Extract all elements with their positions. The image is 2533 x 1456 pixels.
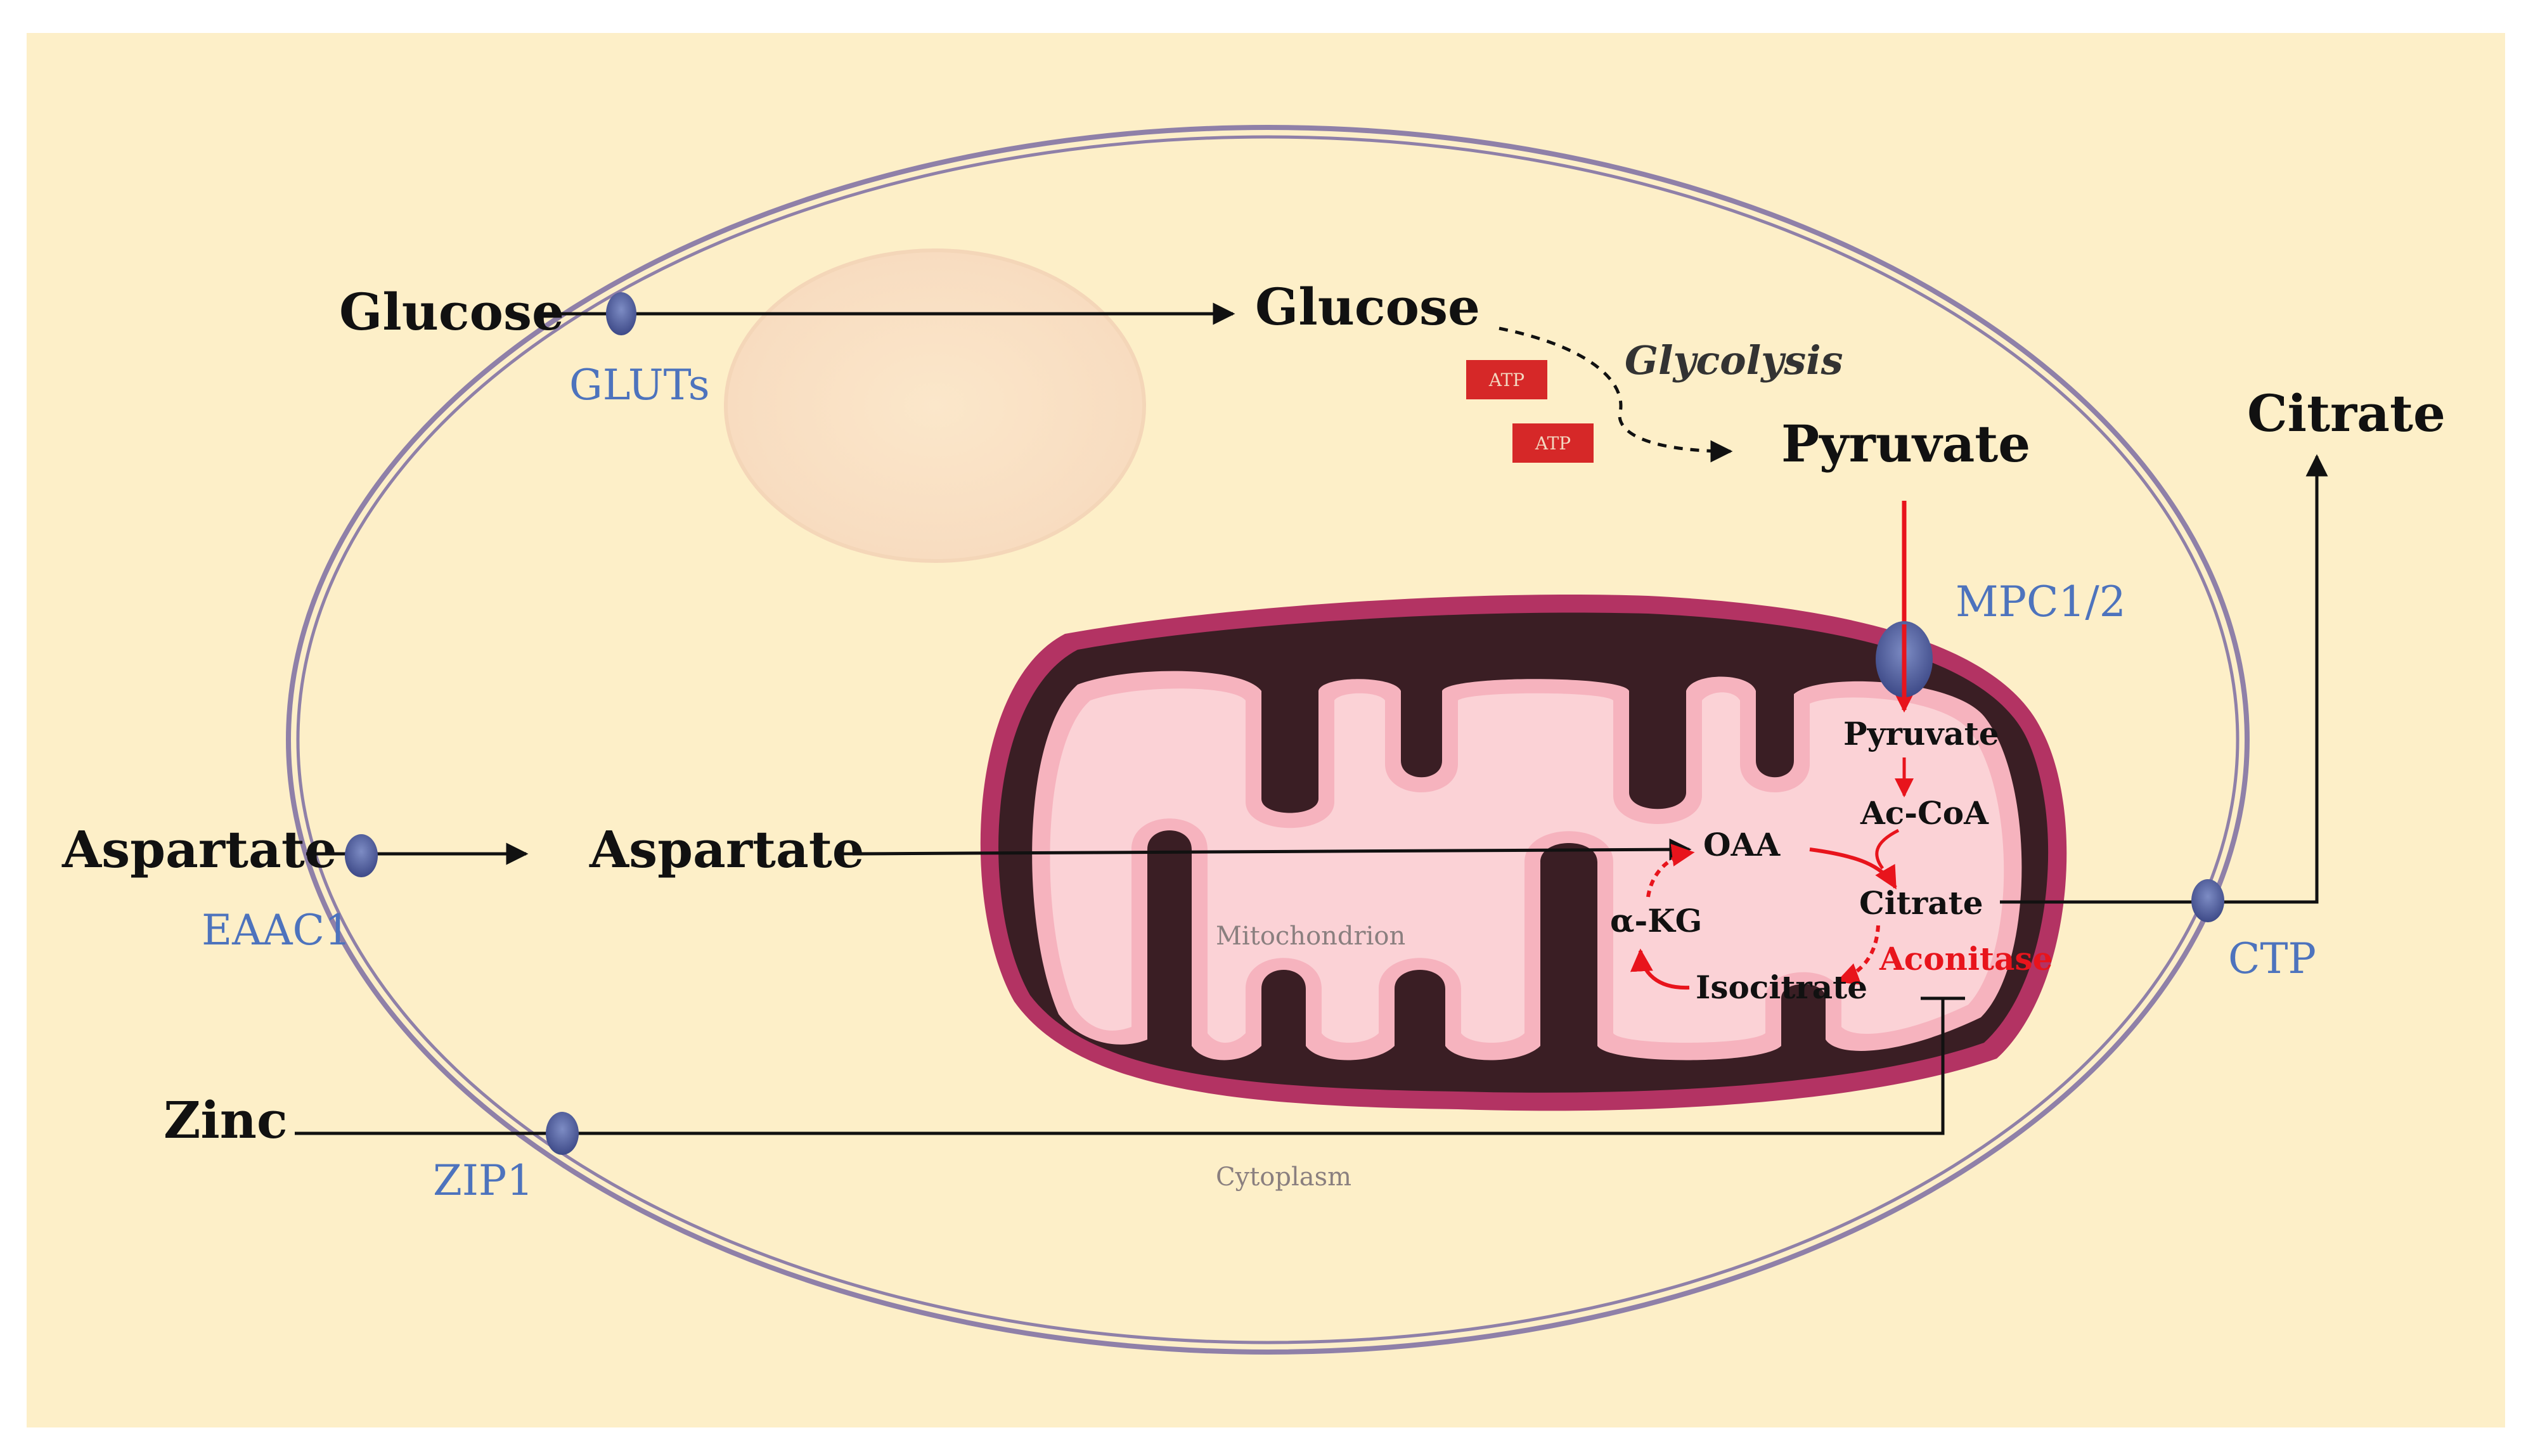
atp-label-2: ATP [1535,433,1571,454]
glucose-inside-label: Glucose [1255,277,1480,337]
atp-label-1: ATP [1488,370,1524,390]
mito-matrix-inner [1050,688,2004,1043]
nucleus [724,248,1146,563]
gluts-transporter [606,292,636,335]
isocitrate-to-akg-arrow [1630,948,1690,990]
citrate-outside-label: Citrate [2247,383,2446,443]
zinc-label: Zinc [164,1090,288,1150]
atp-box-2: ATP [1512,423,1594,463]
cytoplasm-label: Cytoplasm [1216,1163,1351,1192]
citrate-mito-label: Citrate [1859,884,1983,922]
oaa-to-citrate-arrow [1809,847,1897,890]
cell-membrane [286,125,2250,1355]
ctp-label: CTP [2228,934,2316,983]
zip1-label: ZIP1 [433,1156,533,1205]
eaac1-label: EAAC1 [202,906,351,955]
mpc-label: MPC1/2 [1956,577,2126,626]
acoa-label: Ac-CoA [1860,794,1989,832]
akg-label: α-KG [1610,902,1702,939]
aspartate-outside-label: Aspartate [61,820,337,879]
atp-box-1: ATP [1466,360,1547,399]
mitochondrion [980,595,2067,1111]
eaac1-transporter [345,834,378,877]
citrate-to-isocitrate-arrow [1836,925,1880,985]
mitochondrion-label: Mitochondrion [1216,922,1405,951]
gluts-label: GLUTs [569,361,710,409]
aspartate-inside-label: Aspartate [589,820,865,879]
glycolysis-label: Glycolysis [1625,337,1843,383]
aspartate-to-oaa-arrow [852,838,1692,861]
zinc-inhibition-line [295,998,1945,1135]
citrate-export-arrow [2000,454,2328,904]
pyruvate-cytoplasm-label: Pyruvate [1781,414,2030,474]
isocitrate-label: Isocitrate [1696,969,1867,1006]
akg-to-oaa-arrow [1646,844,1695,898]
glycolysis-arrow [1499,326,1733,463]
oaa-label: OAA [1703,826,1781,863]
ctp-transporter [2191,879,2224,922]
aconitase-label: Aconitase [1879,940,2053,977]
pyruvate-mito-label: Pyruvate [1843,715,1999,752]
zip1-transporter [546,1112,579,1155]
glucose-outside-label: Glucose [339,282,564,342]
